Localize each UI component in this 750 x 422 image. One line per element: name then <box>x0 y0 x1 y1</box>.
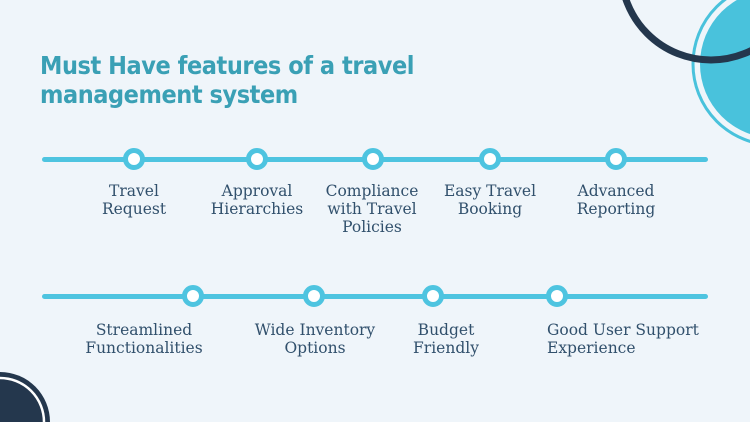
timeline-marker <box>182 285 204 307</box>
timeline-marker <box>422 285 444 307</box>
timeline-label: Compliance with Travel Policies <box>325 182 419 236</box>
timeline-marker <box>479 148 501 170</box>
timeline-label: Advanced Reporting <box>576 182 656 218</box>
decorative-circle-bottom-left <box>0 372 50 422</box>
timeline-label: Streamlined Functionalities <box>85 321 203 357</box>
timeline-2-line <box>42 293 708 299</box>
decorative-arc-top-right <box>622 0 750 64</box>
timeline-marker <box>546 285 568 307</box>
timeline-label: Easy Travel Booking <box>443 182 537 218</box>
page-title: Must Have features of a travel managemen… <box>40 50 415 109</box>
decorative-ring-bottom-left <box>0 376 46 422</box>
timeline-label: Wide Inventory Options <box>254 321 376 357</box>
timeline-marker <box>303 285 325 307</box>
timeline-label: Approval Hierarchies <box>210 182 304 218</box>
timeline-marker <box>362 148 384 170</box>
timeline-marker <box>605 148 627 170</box>
timeline-label: Travel Request <box>101 182 167 218</box>
timeline-marker <box>246 148 268 170</box>
decorative-ring-top-right <box>691 0 750 143</box>
decorative-circle-top-right <box>700 0 750 134</box>
timeline-label: Budget Friendly <box>413 321 479 357</box>
timeline-marker <box>123 148 145 170</box>
timeline-label: Good User Support Experience <box>547 321 699 357</box>
